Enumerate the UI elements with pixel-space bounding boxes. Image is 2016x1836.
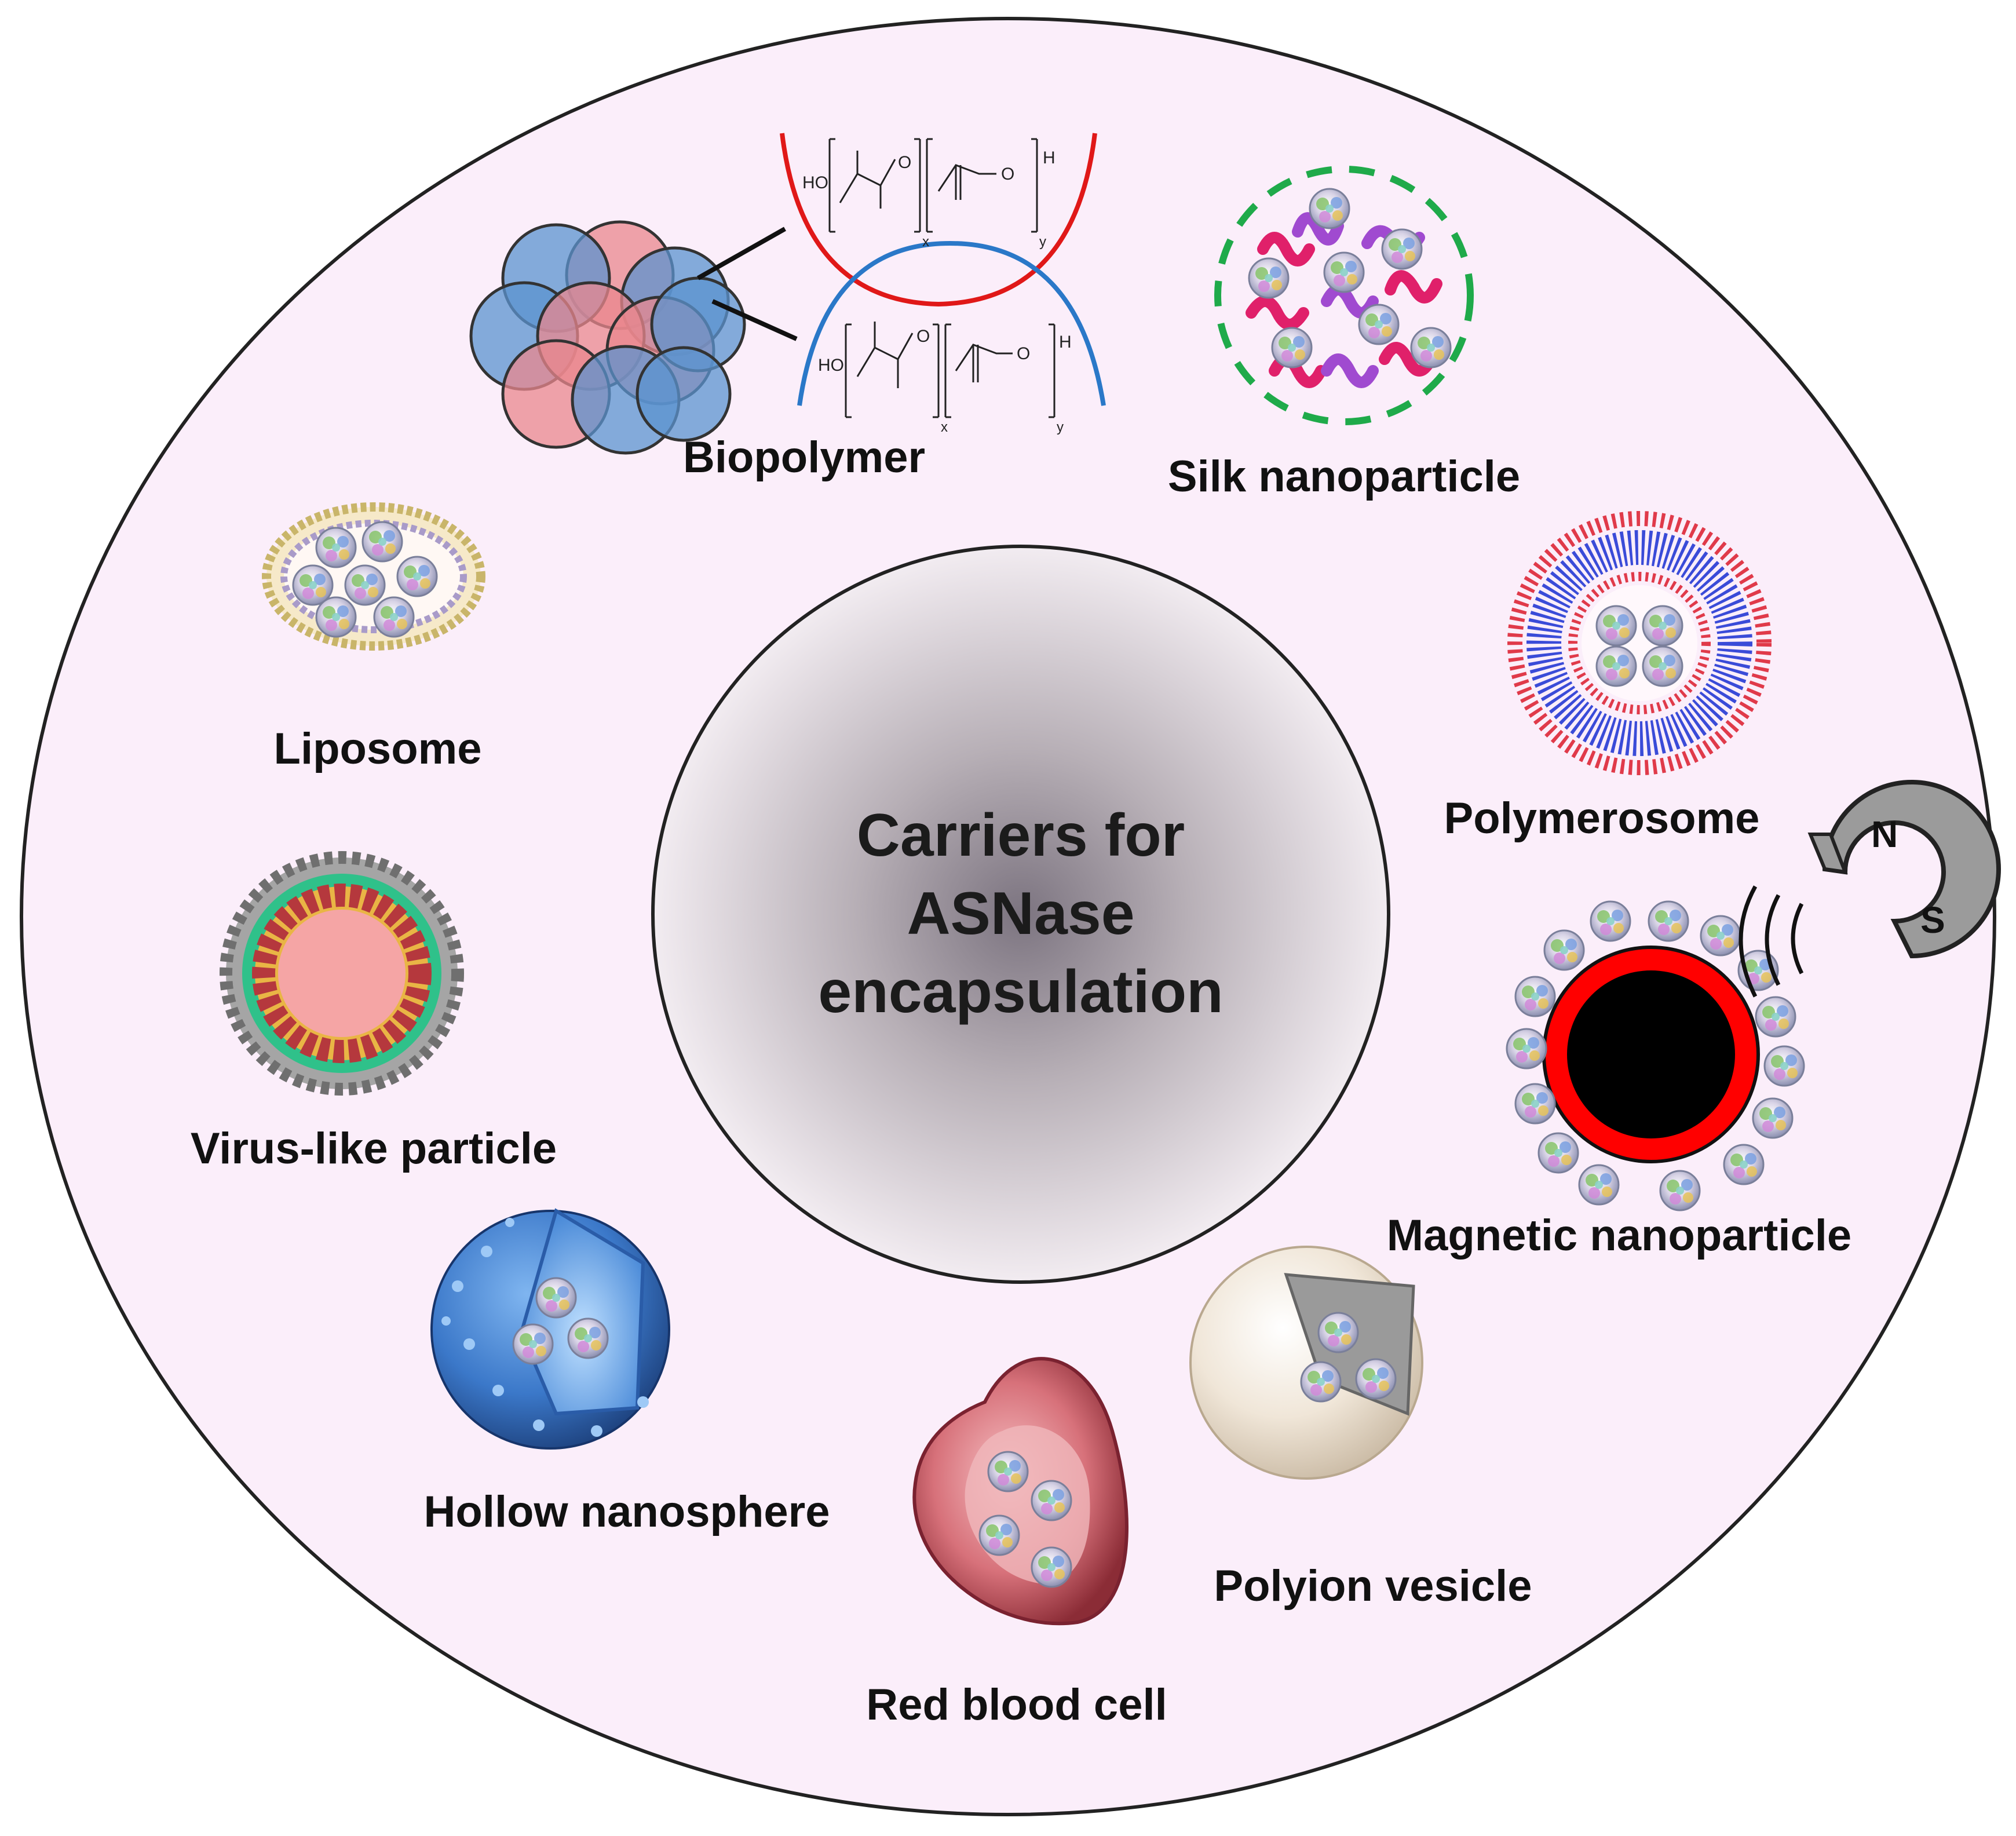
- polyion-vesicle-graphic: [1189, 1246, 1423, 1480]
- magnetic-nanoparticle-graphic: N S: [1506, 780, 2001, 1211]
- label-biopolymer: Biopolymer: [682, 433, 926, 482]
- label-hollow-nanosphere: Hollow nanosphere: [423, 1487, 830, 1536]
- chem-y-1: y: [1039, 234, 1046, 250]
- label-silk-nanoparticle: Silk nanoparticle: [1167, 452, 1521, 501]
- center-title-line1: Carriers for: [856, 802, 1185, 869]
- label-red-blood-cell: Red blood cell: [866, 1680, 1167, 1729]
- magnet-north-label: N: [1871, 813, 1898, 855]
- label-polymerosome: Polymerosome: [1444, 794, 1760, 843]
- hollow-nanosphere-graphic: [430, 1208, 670, 1450]
- chem-h-1: H: [1043, 148, 1056, 167]
- center-title-line2: ASNase: [907, 880, 1135, 947]
- red-blood-cell-graphic: [912, 1357, 1128, 1626]
- chem-x-2: x: [941, 419, 948, 435]
- virus-like-particle-graphic: [220, 851, 464, 1096]
- label-magnetic-nanoparticle: Magnetic nanoparticle: [1386, 1211, 1852, 1260]
- chem-h-2: H: [1059, 333, 1072, 352]
- magnet-south-label: S: [1920, 899, 1945, 941]
- chem-o-1: O: [898, 153, 911, 172]
- label-virus-like-particle: Virus-like particle: [190, 1124, 557, 1173]
- chem-o-2b: O: [1017, 344, 1030, 363]
- chem-x-1: x: [922, 234, 929, 250]
- chem-ho-1: HO: [802, 173, 828, 192]
- chem-o-1b: O: [1001, 165, 1014, 184]
- chem-ho-2: HO: [818, 356, 844, 375]
- silk-nanoparticle-graphic: [1214, 166, 1474, 425]
- chem-y-2: y: [1057, 419, 1064, 435]
- center-title-line3: encapsulation: [818, 958, 1224, 1025]
- chem-o-2: O: [916, 327, 930, 346]
- center-sphere: [651, 545, 1390, 1284]
- label-polyion-vesicle: Polyion vesicle: [1214, 1561, 1532, 1611]
- label-liposome: Liposome: [273, 724, 482, 773]
- biopolymer-graphic: HO O O H x y HO O O H x y: [469, 133, 1106, 455]
- liposome-graphic: [262, 502, 485, 651]
- polymerosome-graphic: [1507, 511, 1772, 775]
